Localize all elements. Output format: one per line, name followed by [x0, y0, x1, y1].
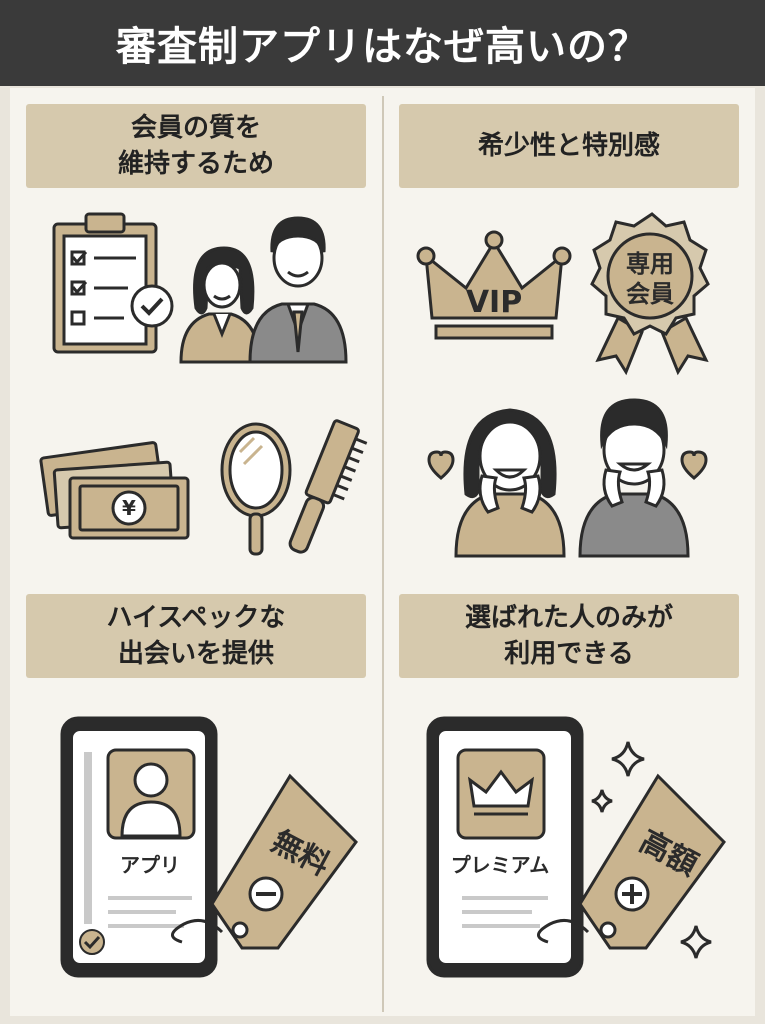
vip-label: VIP	[466, 285, 522, 320]
heart-icon-left	[427, 450, 455, 480]
hand-mirror-icon	[220, 422, 292, 556]
yen-symbol: ¥	[122, 496, 136, 520]
money-stack-icon: ¥	[39, 441, 190, 540]
label-selected-only-line1: 選ばれた人のみが	[464, 603, 673, 633]
label-high-spec-line2: 出会いを提供	[117, 639, 274, 669]
label-rarity: 希少性と特別感	[399, 104, 739, 188]
vip-crown-icon: VIP	[416, 230, 572, 340]
happy-woman-icon	[454, 408, 566, 558]
premium-app-label: プレミアム	[451, 853, 550, 877]
label-high-spec: ハイスペックな 出会いを提供	[26, 594, 366, 678]
happy-man-icon	[578, 398, 690, 558]
label-member-quality-line2: 維持するため	[117, 149, 274, 179]
man-in-suit-icon	[248, 216, 348, 364]
column-divider	[382, 96, 384, 1012]
sparkle-icon-small	[591, 789, 613, 813]
page-title: 審査制アプリはなぜ高いの？	[0, 0, 765, 86]
badge-line2: 会員	[626, 280, 674, 308]
woman-in-suit-icon	[179, 246, 261, 364]
badge-line1: 専用	[626, 250, 674, 278]
label-high-spec-line1: ハイスペックな	[106, 603, 286, 633]
free-app-phone-icon: アプリ	[60, 716, 218, 978]
member-badge-icon: 専用 会員	[590, 212, 710, 376]
label-member-quality-line1: 会員の質を	[130, 113, 261, 143]
premium-app-phone-icon: プレミアム	[426, 716, 584, 978]
sparkle-icon-bottom	[680, 925, 712, 959]
clipboard-checklist-icon	[52, 212, 174, 354]
heart-icon-right	[680, 450, 708, 480]
sparkle-icon-large	[611, 741, 645, 777]
comb-icon	[288, 419, 368, 554]
label-selected-only: 選ばれた人のみが 利用できる	[399, 594, 739, 678]
label-selected-only-line2: 利用できる	[504, 639, 634, 669]
free-price-tag-icon: 無料	[171, 773, 358, 950]
premium-price-tag-icon: 高額	[537, 773, 726, 950]
label-member-quality: 会員の質を 維持するため	[26, 104, 366, 188]
label-rarity-line1: 希少性と特別感	[477, 131, 660, 161]
free-app-label: アプリ	[120, 853, 180, 877]
